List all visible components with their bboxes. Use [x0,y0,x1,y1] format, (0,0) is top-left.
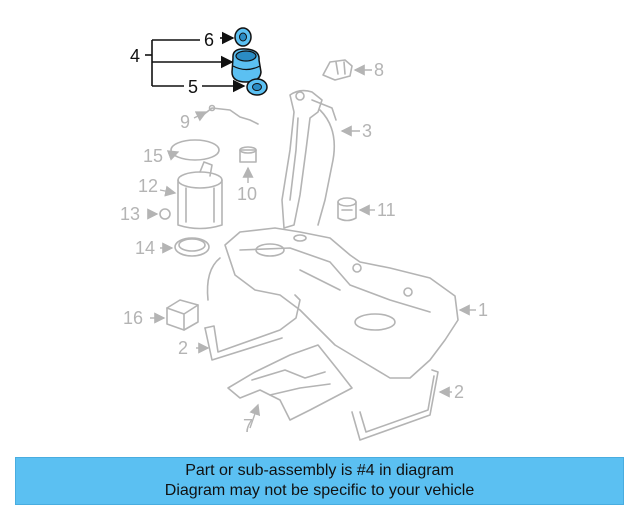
parts-diagram: 4 6 5 8 9 15 10 12 13 [120,27,488,441]
part-1-fuel-tank [206,227,476,379]
part-15-gasket [166,139,220,161]
callout-label-3: 3 [362,121,372,141]
callout-label-6: 6 [204,30,214,50]
callout-label-8: 8 [374,60,384,80]
part-2-strap-left [196,294,301,361]
callout-label-4: 4 [130,46,140,66]
part-12-pump-module [159,161,223,230]
part-4-grommet [231,48,262,83]
callout-label-1: 1 [478,300,488,320]
banner-line-2: Diagram may not be specific to your vehi… [164,482,475,499]
callout-label-13: 13 [120,204,140,224]
part-8-bracket [322,59,372,81]
part-14-lock-ring [160,237,210,257]
part-13-fitting [147,208,171,220]
part-10-cap [239,146,257,183]
callout-label-10: 10 [237,184,257,204]
callout-label-16: 16 [123,308,143,328]
part-6-seal [234,27,252,47]
info-banner: Part or sub-assembly is #4 in diagram Di… [15,457,624,505]
callout-label-12: 12 [138,176,158,196]
callout-label-2b: 2 [454,382,464,402]
part-2-strap-right [351,369,452,441]
part-5-ring [246,78,268,96]
callout-4-bracket [145,31,246,93]
callout-label-11: 11 [377,200,396,220]
callout-label-15: 15 [143,146,163,166]
callout-label-5: 5 [188,77,198,97]
callout-label-7: 7 [243,416,253,436]
banner-line-1: Part or sub-assembly is #4 in diagram [185,462,454,479]
part-16-module [150,299,199,331]
assembly-4-parts [231,27,268,96]
callout-label-9: 9 [180,112,190,132]
callout-label-2a: 2 [178,338,188,358]
part-9-hose [193,104,259,125]
part-7-heat-shield [227,344,353,429]
part-3-filler-neck [281,89,360,229]
callout-label-14: 14 [135,238,155,258]
part-11-cap [337,197,375,222]
